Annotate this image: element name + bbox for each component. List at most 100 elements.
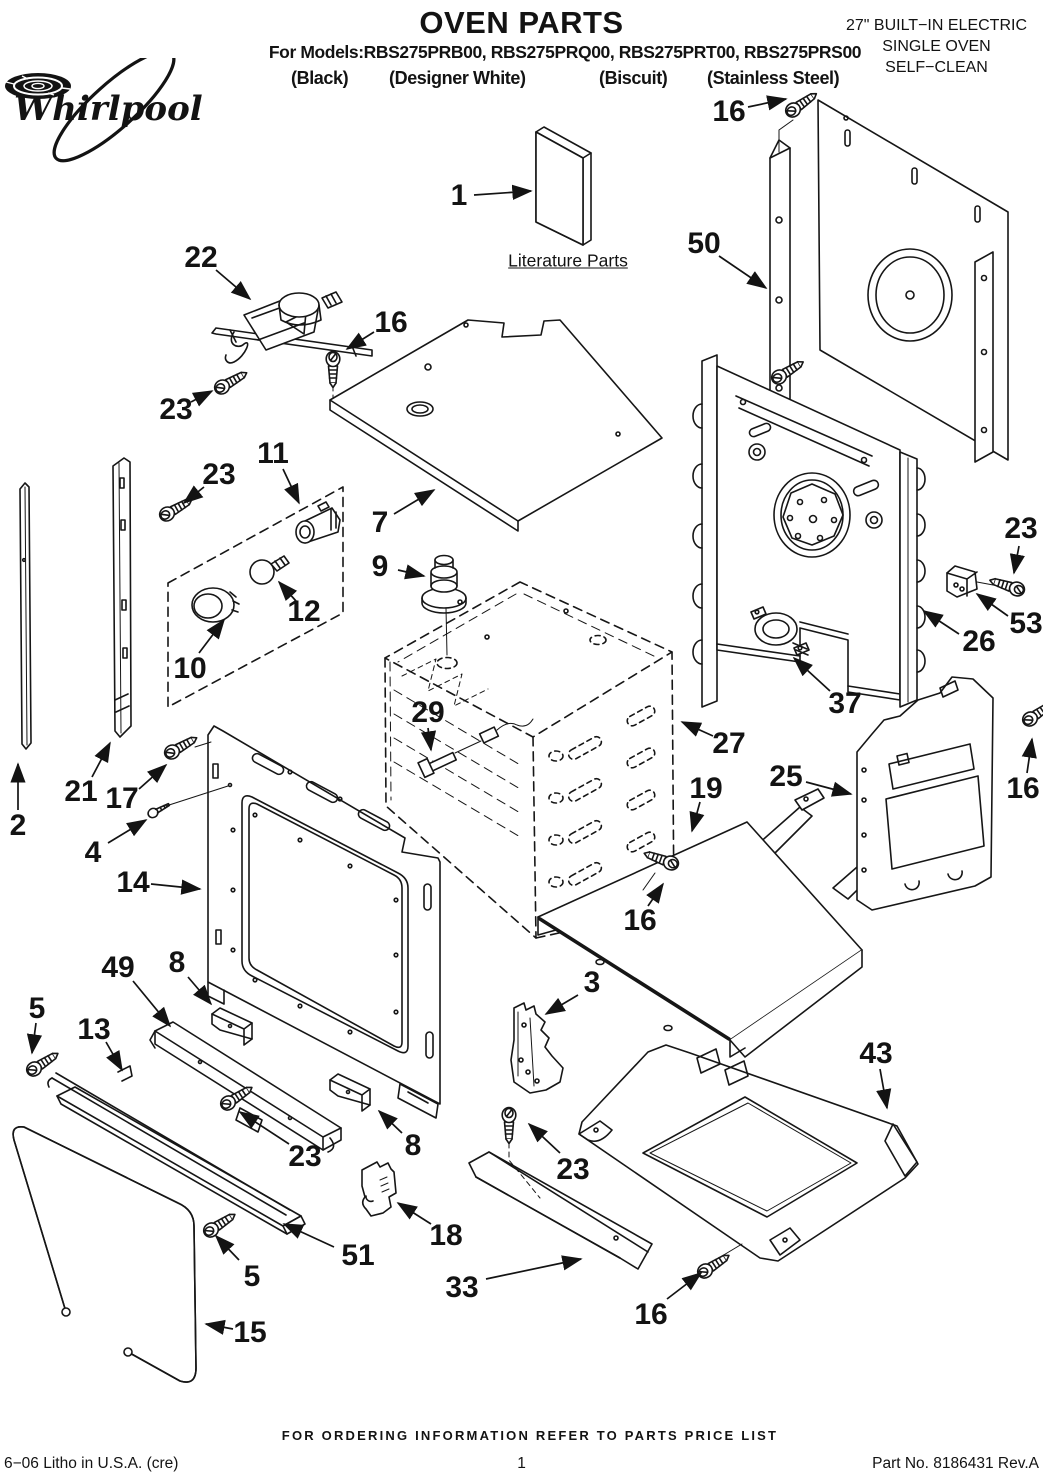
part-bracket-18	[361, 1161, 397, 1217]
part-latch-bracket-3	[510, 1002, 564, 1094]
callout-15: 15	[233, 1316, 267, 1349]
construction-lines	[165, 741, 233, 807]
leader-53	[975, 593, 1009, 617]
leader-23	[527, 1122, 561, 1154]
callout-17: 17	[105, 782, 139, 815]
part-side-trim-21	[112, 457, 132, 738]
callout-23: 23	[556, 1153, 590, 1186]
oven-spec-block: 27" BUILT−IN ELECTRIC SINGLE OVEN SELF−C…	[833, 15, 1040, 78]
callout-19: 19	[689, 772, 723, 805]
whirlpool-swirl-icon	[5, 73, 71, 99]
leader-21	[91, 741, 111, 778]
leader-26	[922, 610, 960, 635]
callout-50: 50	[687, 227, 721, 260]
litho-line: 6−06 Litho in U.S.A. (cre)	[4, 1455, 179, 1472]
part-oven-bottom-19	[537, 788, 905, 1058]
leader-10	[198, 618, 226, 654]
leader-22	[215, 269, 252, 301]
finish-black: (Black)	[291, 68, 349, 88]
leader-5	[26, 1022, 43, 1055]
part-oven-cavity-27	[384, 581, 675, 939]
leader-23	[182, 485, 205, 505]
callout-16: 16	[623, 904, 657, 937]
models-line: For Models:RBS275PRB00, RBS275PRQ00, RBS…	[268, 42, 862, 62]
leader-43	[876, 1068, 892, 1110]
leader-16	[666, 1271, 703, 1300]
part-rear-spacer-panel-25	[856, 676, 994, 911]
part-back-panel-50	[769, 99, 1009, 463]
callout-16: 16	[634, 1298, 668, 1331]
callout-23: 23	[202, 458, 236, 491]
leader-7	[393, 489, 436, 515]
callout-9: 9	[371, 550, 389, 583]
leader-18	[396, 1202, 432, 1225]
callout-43: 43	[859, 1037, 893, 1070]
leader-8	[377, 1109, 403, 1134]
part-top-panel-7	[329, 319, 663, 532]
callout-16: 16	[712, 95, 746, 128]
page-number: 1	[517, 1455, 526, 1472]
callout-8: 8	[404, 1129, 422, 1162]
callout-5: 5	[28, 992, 46, 1025]
finish-stainless: (Stainless Steel)	[707, 68, 840, 88]
leader-14	[150, 879, 202, 895]
finish-designer-white: (Designer White)	[389, 68, 526, 88]
part-lamp-socket-11	[295, 501, 341, 544]
leader-16	[345, 331, 375, 350]
leader-11	[282, 468, 300, 505]
part-vent-trim-33	[468, 1142, 653, 1270]
callout-49: 49	[101, 951, 135, 984]
callout-1: 1	[450, 179, 468, 212]
leader-25	[805, 781, 853, 797]
leader-33	[485, 1255, 583, 1280]
leader-16	[646, 882, 664, 907]
part-base-tray-43	[578, 1044, 919, 1263]
callout-14: 14	[116, 866, 150, 899]
callout-33: 33	[445, 1271, 479, 1304]
part-lamp-bulb-12	[249, 555, 290, 585]
callout-27: 27	[712, 727, 746, 760]
callout-51: 51	[341, 1239, 375, 1272]
leader-16	[1021, 737, 1037, 774]
part-bracket-53	[946, 565, 1005, 598]
part-side-trim-2	[19, 482, 32, 750]
callout-4: 4	[84, 836, 102, 869]
callout-21: 21	[64, 775, 98, 808]
leader-49	[132, 980, 172, 1028]
whirlpool-logo: Whirlpool	[5, 58, 203, 163]
callout-18: 18	[429, 1219, 463, 1252]
part-number-line: Part No. 8186431 Rev.A	[872, 1455, 1039, 1472]
leader-50	[718, 255, 768, 289]
leader-23	[238, 1111, 290, 1145]
spec-line-3: SELF−CLEAN	[885, 59, 988, 76]
leader-4	[107, 819, 148, 844]
leader-29	[420, 727, 437, 752]
page-title: OVEN PARTS	[419, 5, 624, 40]
part-door-gasket-15	[12, 1125, 197, 1383]
callout-23: 23	[1004, 512, 1038, 545]
leader-51	[282, 1223, 335, 1248]
spec-line-2: SINGLE OVEN	[882, 38, 991, 55]
leader-5	[214, 1234, 240, 1261]
callout-25: 25	[769, 760, 803, 793]
whirlpool-wordmark: Whirlpool	[14, 89, 203, 129]
callout-13: 13	[77, 1013, 111, 1046]
part-vent-grommet-9	[421, 554, 467, 656]
leader-19	[689, 801, 705, 833]
callout-5: 5	[243, 1260, 261, 1293]
callout-29: 29	[411, 696, 445, 729]
part-front-frame-14	[207, 725, 441, 1119]
leader-15	[204, 1319, 234, 1335]
callout-8: 8	[168, 946, 186, 979]
leader-17	[138, 763, 168, 790]
finish-biscuit: (Biscuit)	[599, 68, 668, 88]
callout-26: 26	[962, 625, 996, 658]
callout-3: 3	[583, 966, 601, 999]
leader-23	[190, 390, 214, 407]
leader-8	[187, 976, 213, 1006]
part-pin-4	[147, 802, 171, 819]
part-literature-card-1	[535, 126, 592, 246]
